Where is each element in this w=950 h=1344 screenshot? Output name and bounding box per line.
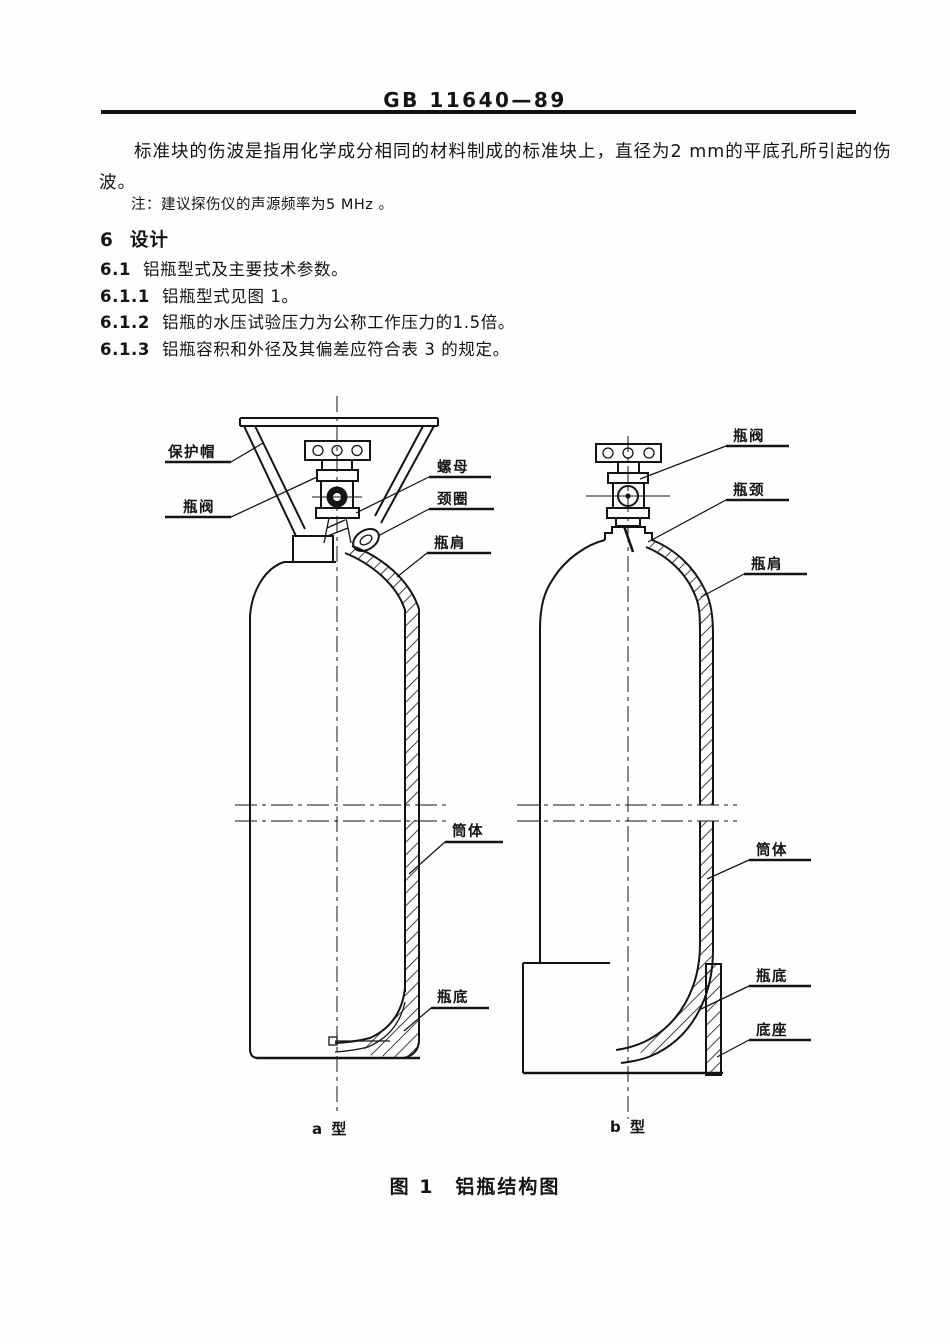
break-lines-b [517, 804, 737, 822]
label-a-valve: 瓶阀 [183, 498, 215, 516]
cylinder-b-diagram: 瓶阀 瓶颈 瓶肩 筒体 瓶底 底座 b 型 [517, 427, 811, 1136]
bottle-a-outline [235, 545, 446, 1060]
label-a-shoulder: 瓶肩 [434, 534, 466, 552]
paragraph-line-1: 标准块的伤波是指用化学成分相同的材料制成的标准块上，直径为2 mm的平底孔所引起… [134, 142, 892, 162]
figure-caption: 图 1 铝瓶结构图 [389, 1176, 561, 1198]
clause-row: 6.1.3 铝瓶容积和外径及其偏差应符合表 3 的规定。 [100, 337, 515, 364]
clause-number: 6.1 [100, 260, 132, 279]
label-a-bottom: 瓶底 [437, 988, 469, 1006]
clause-text: 铝瓶容积和外径及其偏差应符合表 3 的规定。 [161, 339, 510, 359]
base-skirt-outline [522, 962, 723, 1076]
clause-text: 铝瓶型式及主要技术参数。 [143, 260, 349, 279]
type-a-caption: a 型 [312, 1120, 348, 1138]
bottle-b-outline [517, 539, 737, 1064]
label-a-cap: 保护帽 [167, 443, 216, 461]
figure-1-drawing: 保护帽 瓶阀 螺母 颈圈 瓶肩 筒体 瓶底 a 型 [165, 396, 811, 1138]
label-b-bottom: 瓶底 [756, 967, 788, 985]
clause-row: 6.1.2 铝瓶的水压试验压力为公称工作压力的1.5倍。 [100, 310, 515, 337]
clause-text: 铝瓶的水压试验压力为公称工作压力的1.5倍。 [161, 313, 515, 332]
clause-number: 6.1.3 [100, 339, 150, 359]
label-b-neck: 瓶颈 [733, 481, 765, 499]
paragraph-line-2: 波。 [99, 173, 136, 193]
clause-text: 铝瓶型式见图 1。 [161, 286, 299, 306]
note-line: 注：建议探伤仪的声源频率为5 MHz 。 [131, 197, 394, 213]
label-a-neck-ring: 颈圈 [436, 491, 469, 508]
clause-number: 6.1.1 [100, 286, 150, 306]
type-b-caption: b 型 [610, 1118, 647, 1136]
label-b-base: 底座 [756, 1021, 788, 1039]
intro-paragraph: 标准块的伤波是指用化学成分相同的材料制成的标准块上，直径为2 mm的平底孔所引起… [99, 137, 892, 199]
cylinder-a-diagram: 保护帽 瓶阀 螺母 颈圈 瓶肩 筒体 瓶底 a 型 [165, 396, 503, 1138]
section-6-title: 设计 [129, 230, 169, 251]
section-6-heading: 6 设计 [100, 226, 169, 252]
valve-a-outline [304, 440, 371, 544]
clause-row: 6.1.1 铝瓶型式见图 1。 [100, 284, 515, 311]
standard-number: GB 11640—89 [383, 88, 567, 112]
clause-list: 6.1 铝瓶型式及主要技术参数。 6.1.1 铝瓶型式见图 1。 6.1.2 铝瓶的水… [100, 257, 515, 363]
label-b-shoulder: 瓶肩 [751, 555, 783, 573]
header-rule [101, 110, 856, 114]
protective-cap-outline [239, 417, 439, 563]
section-6-number: 6 [100, 230, 114, 251]
label-b-valve: 瓶阀 [733, 427, 765, 445]
label-b-body: 筒体 [756, 841, 788, 859]
label-a-nut: 螺母 [437, 458, 469, 476]
clause-number: 6.1.2 [100, 313, 150, 332]
break-lines-a [235, 804, 446, 822]
valve-b-outline [595, 443, 662, 553]
label-a-body: 筒体 [452, 822, 484, 840]
clause-row: 6.1 铝瓶型式及主要技术参数。 [100, 257, 515, 284]
